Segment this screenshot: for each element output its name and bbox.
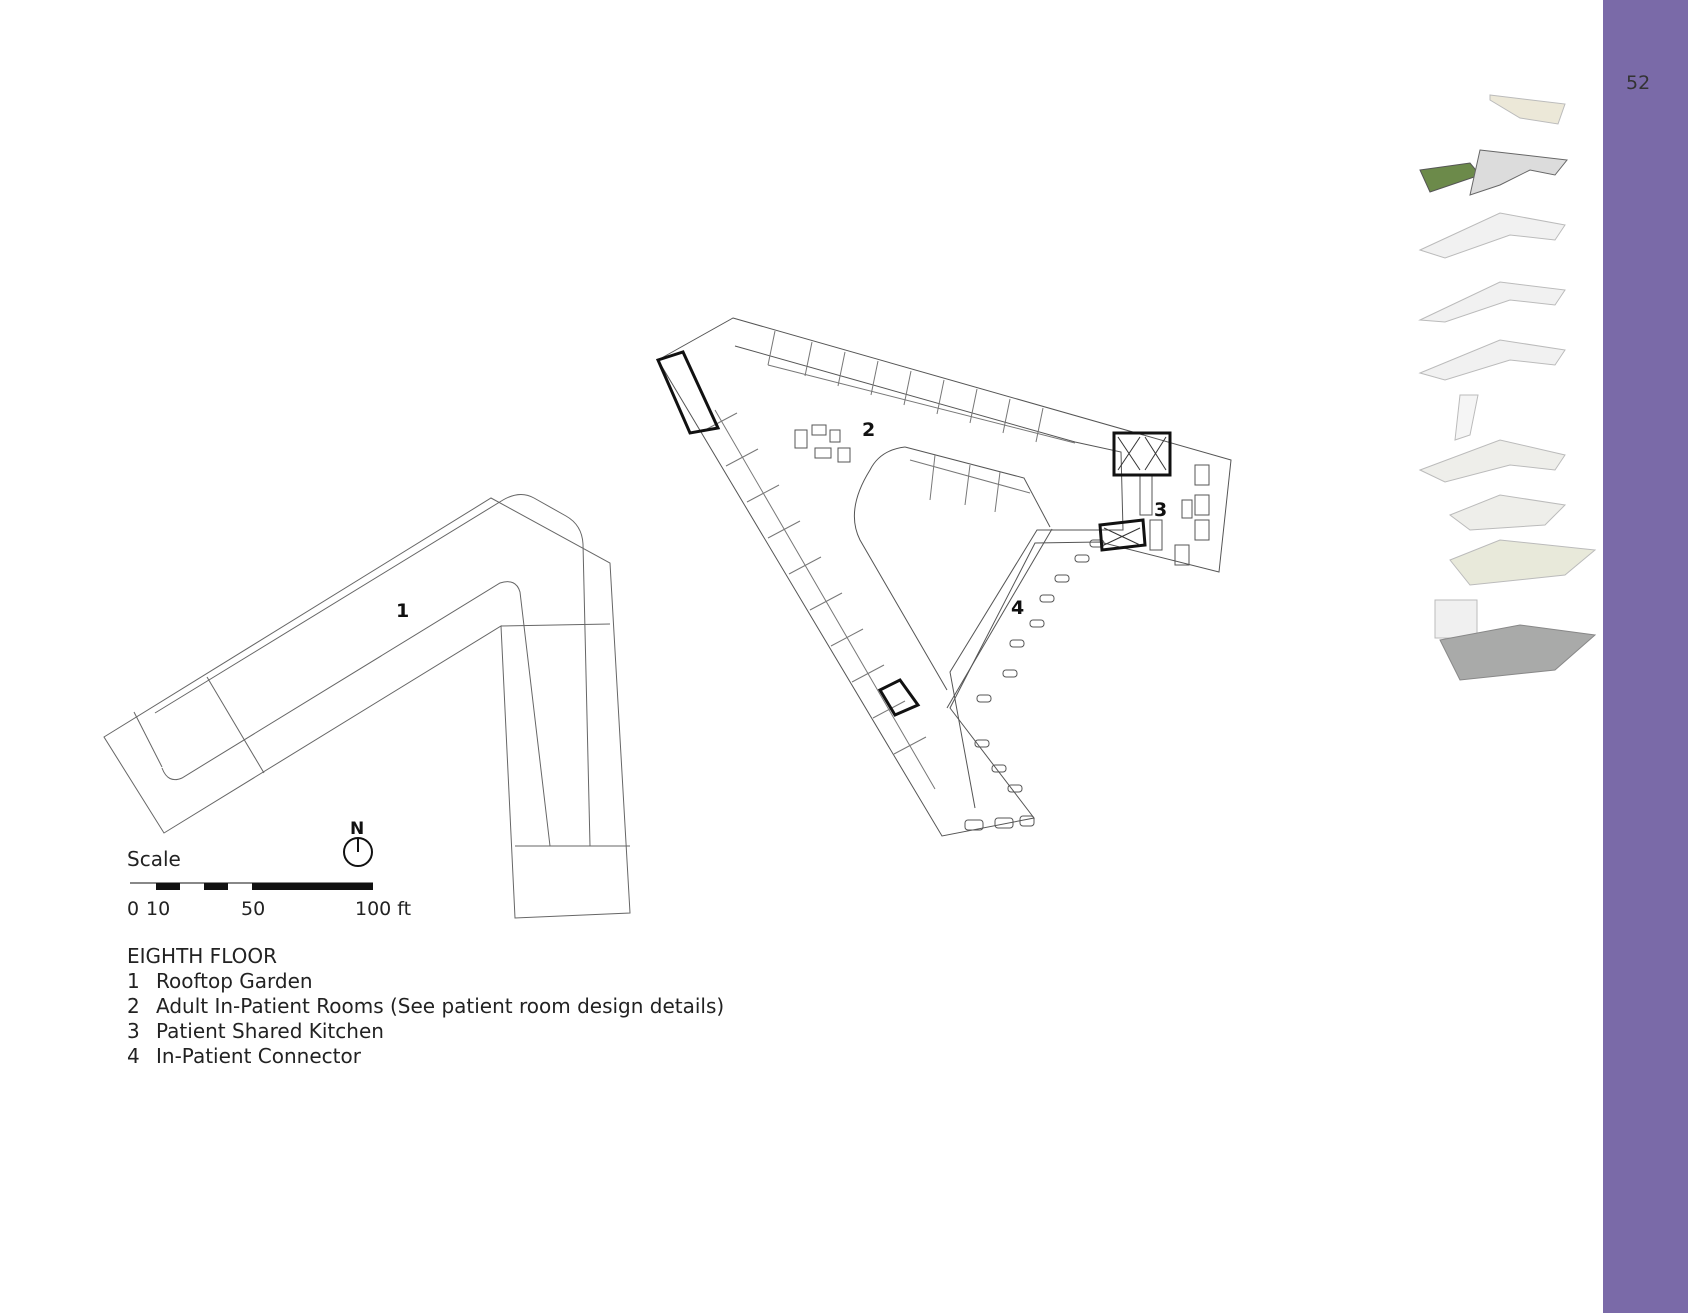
elevator-crosses xyxy=(1104,437,1166,545)
scale-bar xyxy=(130,883,373,890)
north-letter: N xyxy=(350,819,364,839)
page-number: 52 xyxy=(1626,72,1651,94)
scale-tick-50: 50 xyxy=(241,898,266,920)
zone-label-4: 4 xyxy=(1011,597,1024,619)
legend-title: EIGHTH FLOOR xyxy=(127,944,277,968)
rooftop-garden-plan xyxy=(104,494,630,918)
axonometric-key-stack xyxy=(1420,95,1595,680)
zone-label-2: 2 xyxy=(862,419,875,441)
scale-tick-100: 100 ft xyxy=(355,898,412,920)
inpatient-floor-plan xyxy=(658,318,1231,836)
scale-tick-10: 10 xyxy=(146,898,171,920)
stair-cores xyxy=(658,352,1170,715)
sidebar-band xyxy=(1603,0,1688,1313)
zone-label-3: 3 xyxy=(1154,499,1167,521)
zone-label-1: 1 xyxy=(396,600,409,622)
scale-title: Scale xyxy=(127,847,181,871)
scale-tick-0: 0 xyxy=(127,898,140,920)
north-arrow-icon xyxy=(343,837,373,867)
